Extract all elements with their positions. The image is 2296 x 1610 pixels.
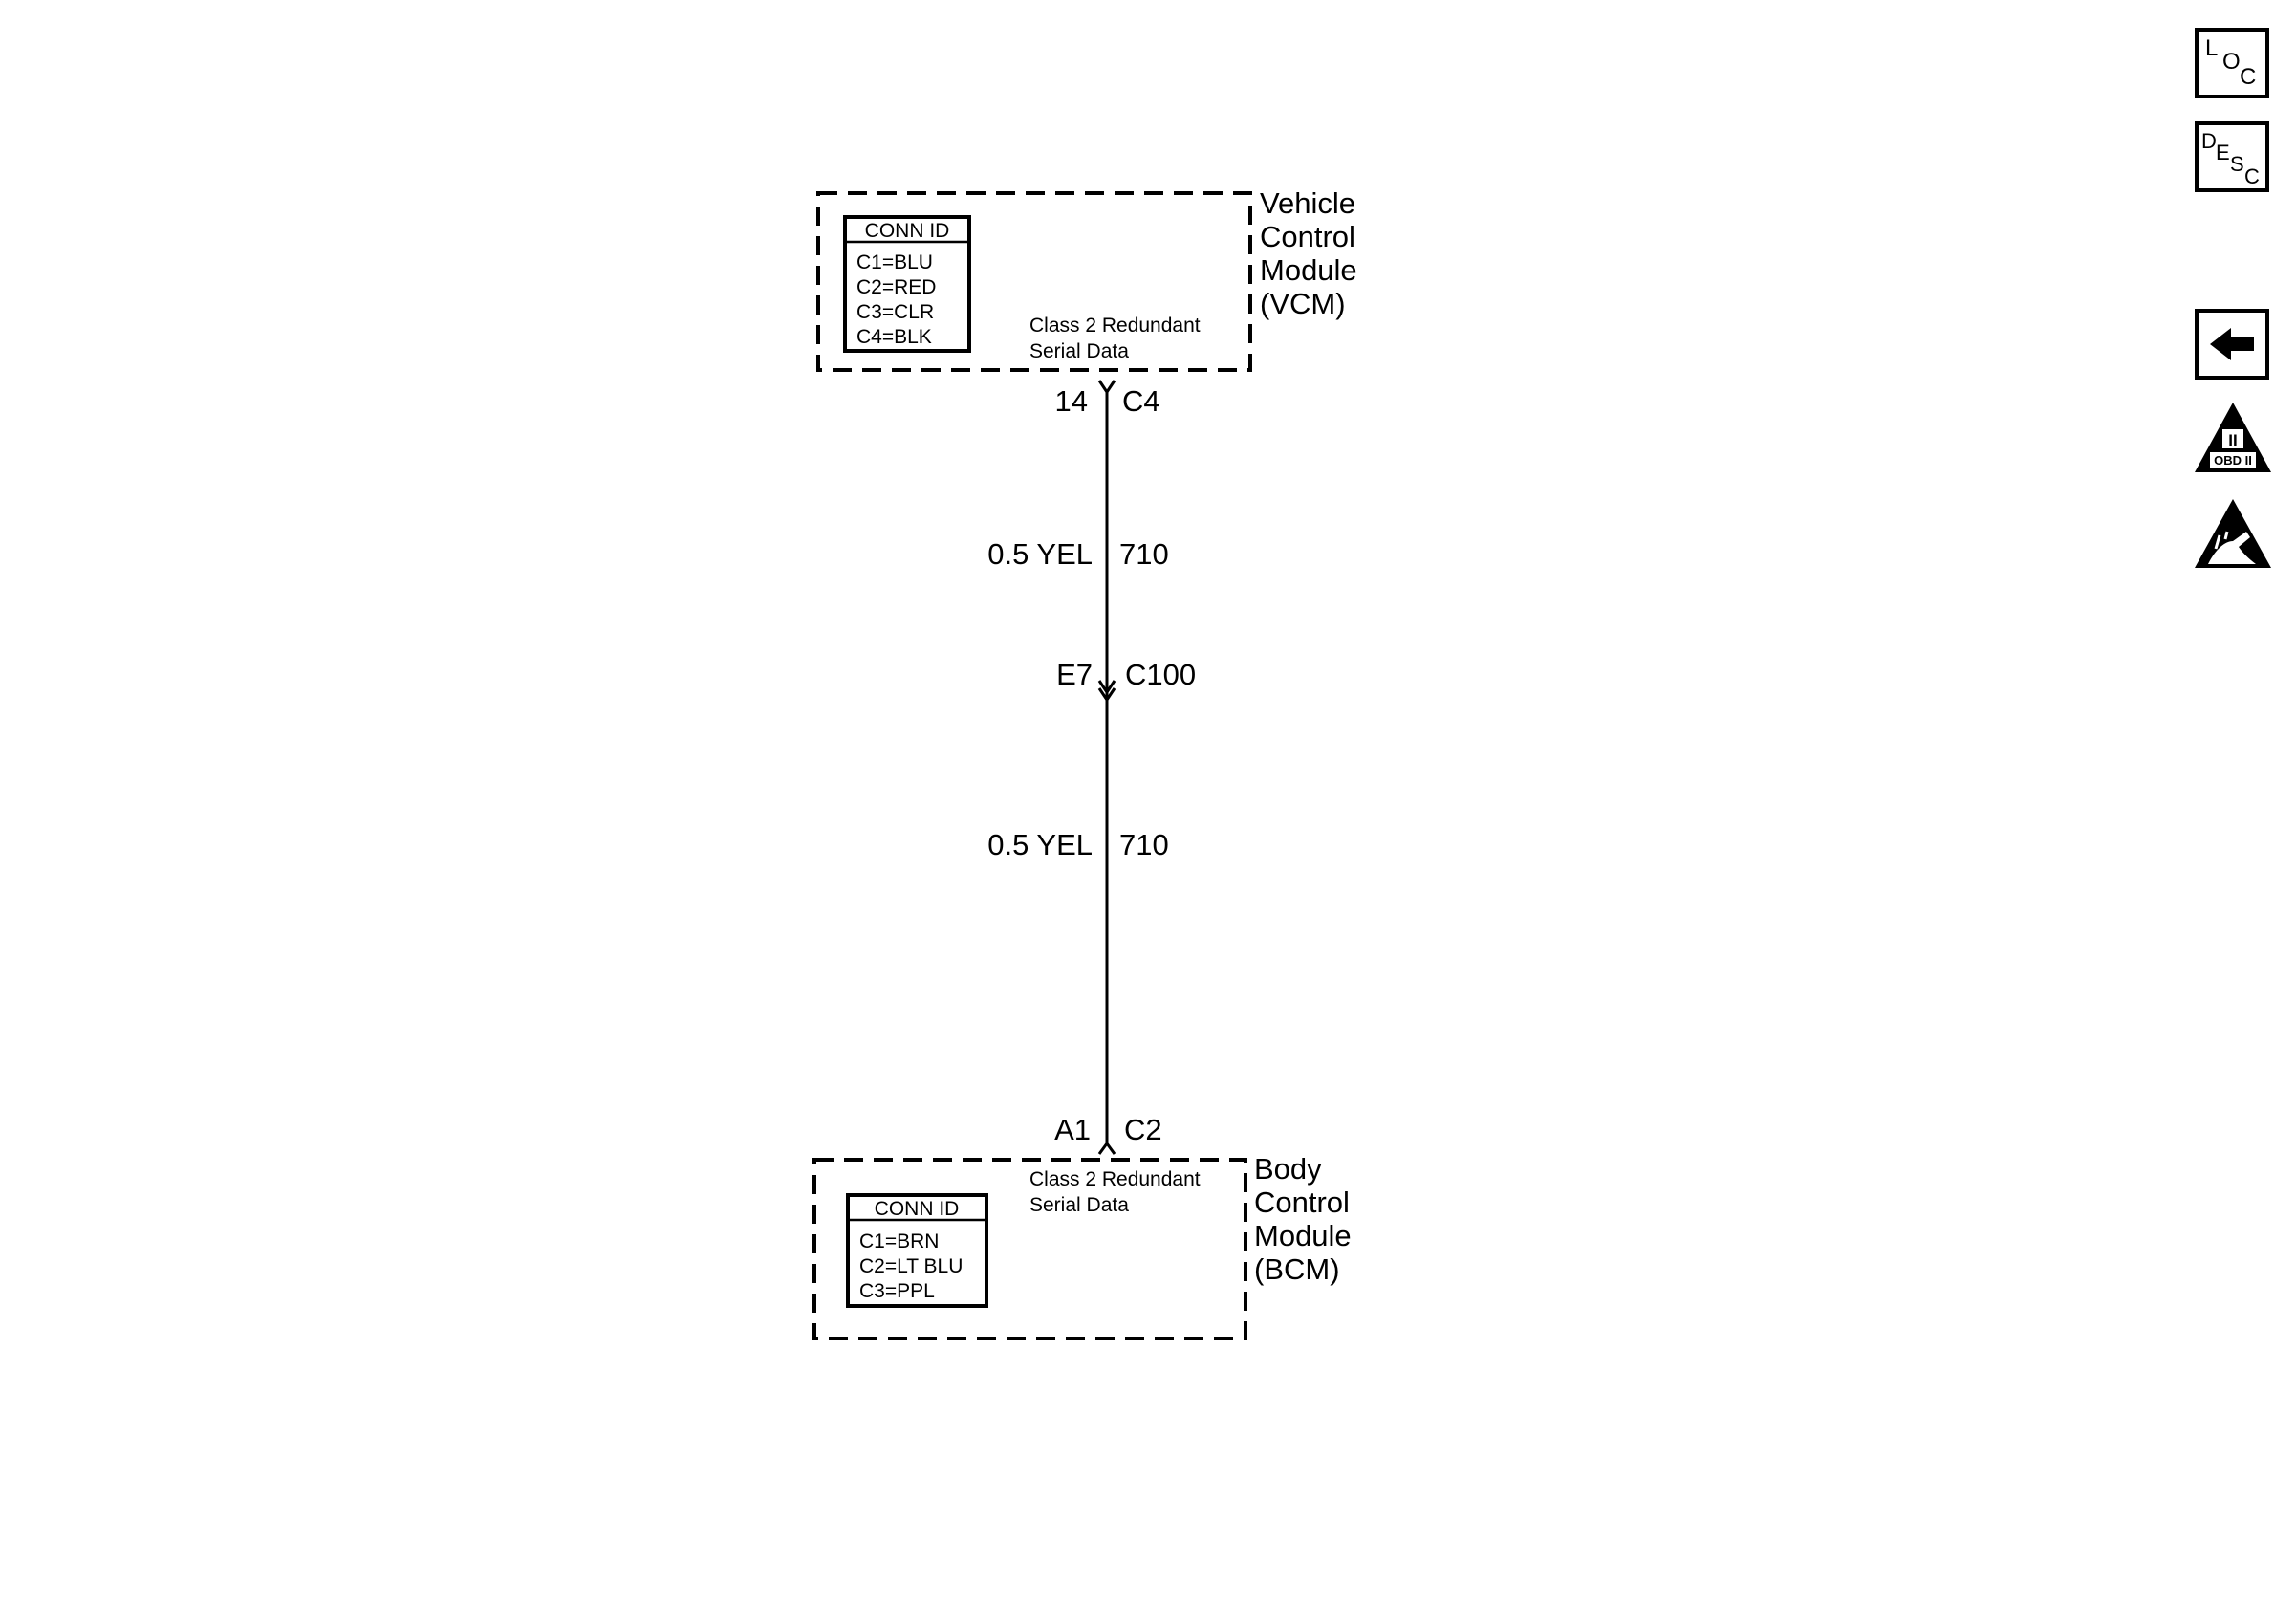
obd-ii-mark: II — [2228, 431, 2237, 449]
bcm-conn-item: C2=LT BLU — [859, 1255, 963, 1277]
bcm-pin: A1 — [1054, 1113, 1091, 1146]
wire-gauge-color: 0.5 YEL — [987, 537, 1093, 571]
inline-pin: E7 — [1056, 658, 1093, 691]
vcm-conn-id-table: CONN ID C1=BLU C2=RED C3=CLR C4=BLK — [843, 215, 971, 353]
bcm-circuit-label: Class 2 Redundant — [1029, 1168, 1201, 1190]
terminal-symbol — [1097, 380, 1116, 395]
esd-warning-icon — [2195, 499, 2271, 568]
vcm-pin: 14 — [1055, 384, 1088, 418]
desc-icon-letter: S — [2230, 152, 2244, 176]
connector-symbol — [1097, 680, 1116, 695]
wire-gauge-color: 0.5 YEL — [987, 828, 1093, 861]
vcm-name: Control — [1260, 220, 1355, 253]
desc-icon-letter: E — [2216, 141, 2230, 164]
wire-label-lower: 0.5 YEL 710 — [987, 828, 1168, 861]
loc-icon-letter: O — [2222, 49, 2241, 75]
esd-hand-shape — [2208, 532, 2256, 564]
bcm-name: Control — [1254, 1186, 1350, 1219]
loc-icon-letter: L — [2205, 35, 2218, 61]
vcm-connector: C4 — [1122, 384, 1160, 418]
esd-spark-shape — [2214, 531, 2229, 550]
bcm-boundary — [812, 1158, 1247, 1340]
vcm-conn-item: C3=CLR — [856, 301, 934, 323]
bcm-terminal[interactable]: A1 C2 — [1054, 1113, 1162, 1155]
terminal-symbol — [1097, 1141, 1116, 1155]
esd-warning-button[interactable] — [2195, 499, 2271, 568]
connector-symbol — [1097, 687, 1116, 703]
wire-circuit-number: 710 — [1119, 537, 1169, 571]
vcm-conn-item: C2=RED — [856, 276, 936, 298]
bcm-conn-id-table: CONN ID C1=BRN C2=LT BLU C3=PPL — [846, 1193, 988, 1308]
vcm-module[interactable]: CONN ID C1=BLU C2=RED C3=CLR C4=BLK Clas… — [816, 186, 1357, 372]
loc-button[interactable]: L O C — [2195, 28, 2269, 98]
vcm-name: Vehicle — [1260, 186, 1355, 220]
desc-button[interactable]: D E S C — [2195, 121, 2269, 192]
bcm-conn-id-title: CONN ID — [875, 1198, 960, 1220]
vcm-conn-item: C4=BLK — [856, 326, 932, 348]
wire-label-upper: 0.5 YEL 710 — [987, 537, 1168, 571]
bcm-connector: C2 — [1124, 1113, 1162, 1146]
bcm-name: Module — [1254, 1219, 1352, 1252]
bcm-name: Body — [1254, 1152, 1322, 1186]
vcm-conn-item: C1=BLU — [856, 251, 933, 273]
vcm-terminal[interactable]: 14 C4 — [1055, 380, 1160, 418]
inline-connector-c100[interactable]: E7 C100 — [1056, 658, 1196, 703]
obd-ii-label-box — [2210, 452, 2256, 468]
bcm-conn-item: C1=BRN — [859, 1230, 939, 1252]
desc-icon-letter: D — [2201, 129, 2217, 153]
inline-connector: C100 — [1125, 658, 1196, 691]
back-arrow-shape — [2210, 328, 2254, 360]
vcm-circuit-label: Serial Data — [1029, 340, 1129, 362]
wire-circuit-number: 710 — [1119, 828, 1169, 861]
bcm-module[interactable]: Class 2 Redundant Serial Data CONN ID C1… — [812, 1152, 1352, 1340]
bcm-conn-item: C3=PPL — [859, 1280, 935, 1302]
vcm-name: (VCM) — [1260, 287, 1346, 320]
obd-ii-label: OBD II — [2214, 453, 2252, 468]
back-button[interactable] — [2195, 309, 2269, 380]
loc-icon-letter: C — [2240, 64, 2256, 90]
loc-icon — [2195, 28, 2269, 98]
desc-icon — [2195, 121, 2269, 192]
vcm-boundary — [816, 191, 1252, 372]
obd-ii-button[interactable]: OBD II II — [2195, 402, 2271, 472]
obd-ii-mark-box — [2222, 429, 2243, 448]
bcm-circuit-label: Serial Data — [1029, 1194, 1129, 1216]
vcm-circuit-label: Class 2 Redundant — [1029, 315, 1201, 337]
bcm-name: (BCM) — [1254, 1252, 1340, 1286]
vcm-name: Module — [1260, 253, 1357, 287]
desc-icon-letter: C — [2244, 164, 2260, 188]
vcm-conn-id-title: CONN ID — [865, 220, 950, 242]
